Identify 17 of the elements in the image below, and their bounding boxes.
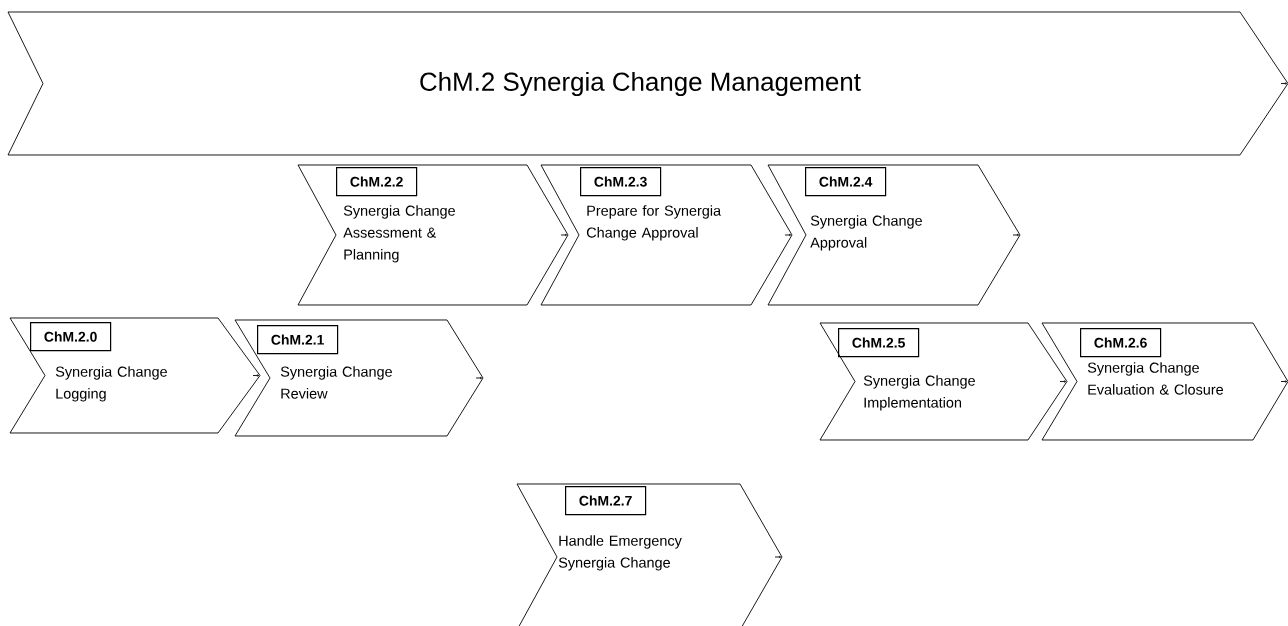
description-text: Synergia Change Implementation [863,375,975,411]
code-label: ChM.2.1 [257,325,339,355]
code-label: ChM.2.5 [838,328,920,358]
code-label: ChM.2.0 [30,322,112,352]
description-text: Prepare for Synergia Change Approval [586,205,722,241]
description-text: Handle Emergency Synergia Change [558,535,682,571]
title-text: ChM.2 Synergia Change Management [420,71,861,97]
description-text: Synergia Change Logging [55,366,167,402]
description-text: Synergia Change Evaluation & Closure [1087,362,1224,395]
code-label: ChM.2.3 [580,167,662,197]
code-label: ChM.2.2 [336,167,418,197]
code-label: ChM.2.4 [805,167,887,197]
description-text: Synergia Change Assessment & Planning [343,205,455,263]
code-label: ChM.2.7 [565,486,647,516]
description-text: Synergia Change Review [280,366,392,399]
code-label: ChM.2.6 [1080,328,1162,358]
description-text: Synergia Change Approval [810,215,922,251]
